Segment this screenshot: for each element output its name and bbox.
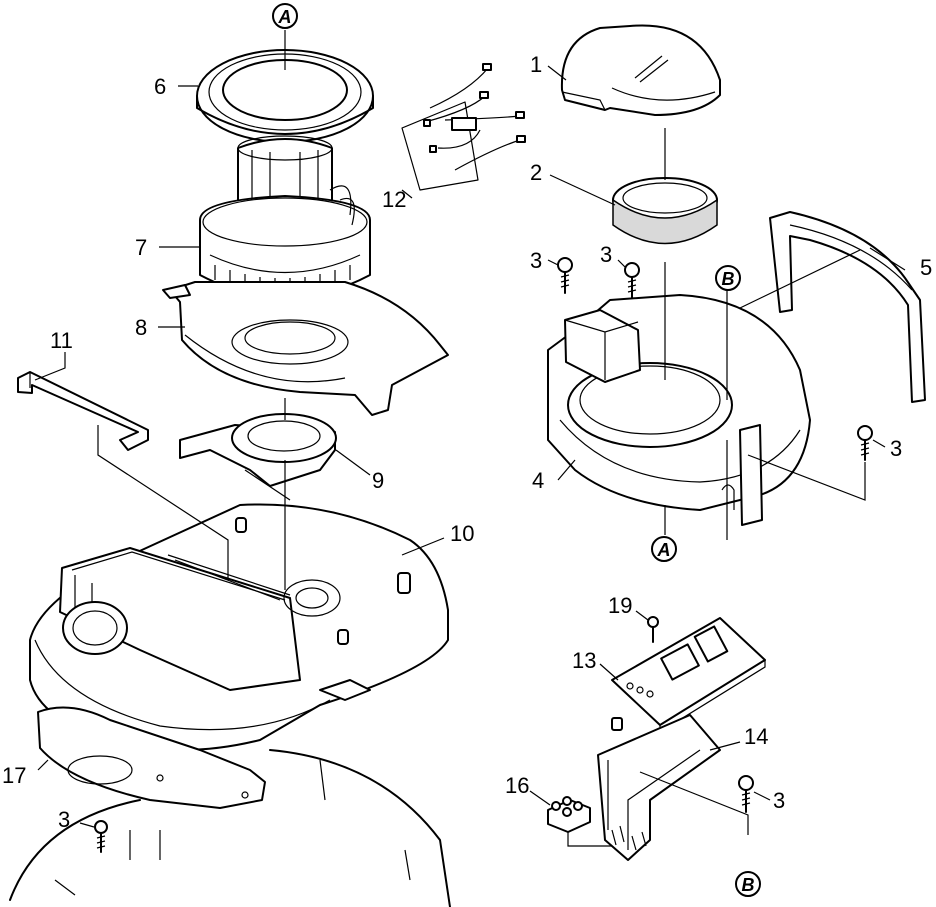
- ref-mark-a-bottom: A: [651, 536, 677, 562]
- part-5-handle: [769, 211, 926, 403]
- ref-a-bottom-text: A: [657, 540, 671, 560]
- label-7: 7: [135, 235, 147, 260]
- part-17-gasket-sheet: [37, 706, 266, 809]
- part-8-motor-plate: [162, 281, 449, 416]
- lower-tank: [9, 749, 451, 907]
- part-13-circuit-board: [611, 617, 766, 734]
- label-2: 2: [530, 160, 542, 185]
- part-labels: 6 7 8 11 9 10 12 1 2 3 3 5 4 3 19 13 14 …: [2, 52, 932, 832]
- label-8: 8: [135, 315, 147, 340]
- label-6: 6: [154, 74, 166, 99]
- ref-b-mid-text: B: [722, 269, 735, 289]
- label-3a: 3: [530, 248, 542, 273]
- screw-3-right-mid: [857, 425, 873, 461]
- ref-mark-b-bottom: B: [735, 871, 761, 897]
- part-12-wiring-harness: [401, 63, 526, 191]
- part-4-blower-housing: [547, 294, 811, 526]
- label-13: 13: [572, 648, 596, 673]
- part-11-bracket-bar: [17, 371, 149, 451]
- label-3c: 3: [890, 436, 902, 461]
- label-11: 11: [50, 328, 73, 353]
- part-10-base-housing: [29, 503, 449, 751]
- label-19: 19: [608, 593, 632, 618]
- screw-3-right-top-b: [624, 262, 640, 299]
- ref-b-bottom-text: B: [742, 875, 755, 895]
- part-7-motor: [199, 135, 371, 299]
- part-1-top-cover: [560, 24, 721, 116]
- label-5: 5: [920, 255, 932, 280]
- screw-3-left-bottom: [94, 820, 108, 853]
- label-12: 12: [382, 187, 406, 212]
- part-6-seal-ring: [196, 49, 374, 143]
- label-3e: 3: [58, 807, 70, 832]
- part-2-ring: [612, 177, 718, 245]
- screw-19: [647, 616, 659, 643]
- label-3b: 3: [600, 242, 612, 267]
- label-16: 16: [505, 773, 529, 798]
- label-1: 1: [530, 52, 542, 77]
- ref-mark-b-mid: B: [715, 265, 741, 291]
- leader-lines: [34, 30, 906, 847]
- screw-3-right-bottom: [738, 775, 754, 813]
- part-16-terminal-block: [547, 796, 591, 833]
- part-9-duct-adapter: [179, 413, 337, 487]
- ref-mark-a-top: A: [272, 3, 298, 29]
- label-9: 9: [372, 468, 384, 493]
- ref-a-top-text: A: [278, 7, 292, 27]
- label-3d: 3: [773, 788, 785, 813]
- part-14-board-holder: [597, 714, 721, 861]
- label-17: 17: [2, 763, 26, 788]
- screw-3-right-top-a: [557, 257, 573, 294]
- label-14: 14: [744, 724, 768, 749]
- label-10: 10: [450, 521, 474, 546]
- label-4: 4: [532, 468, 544, 493]
